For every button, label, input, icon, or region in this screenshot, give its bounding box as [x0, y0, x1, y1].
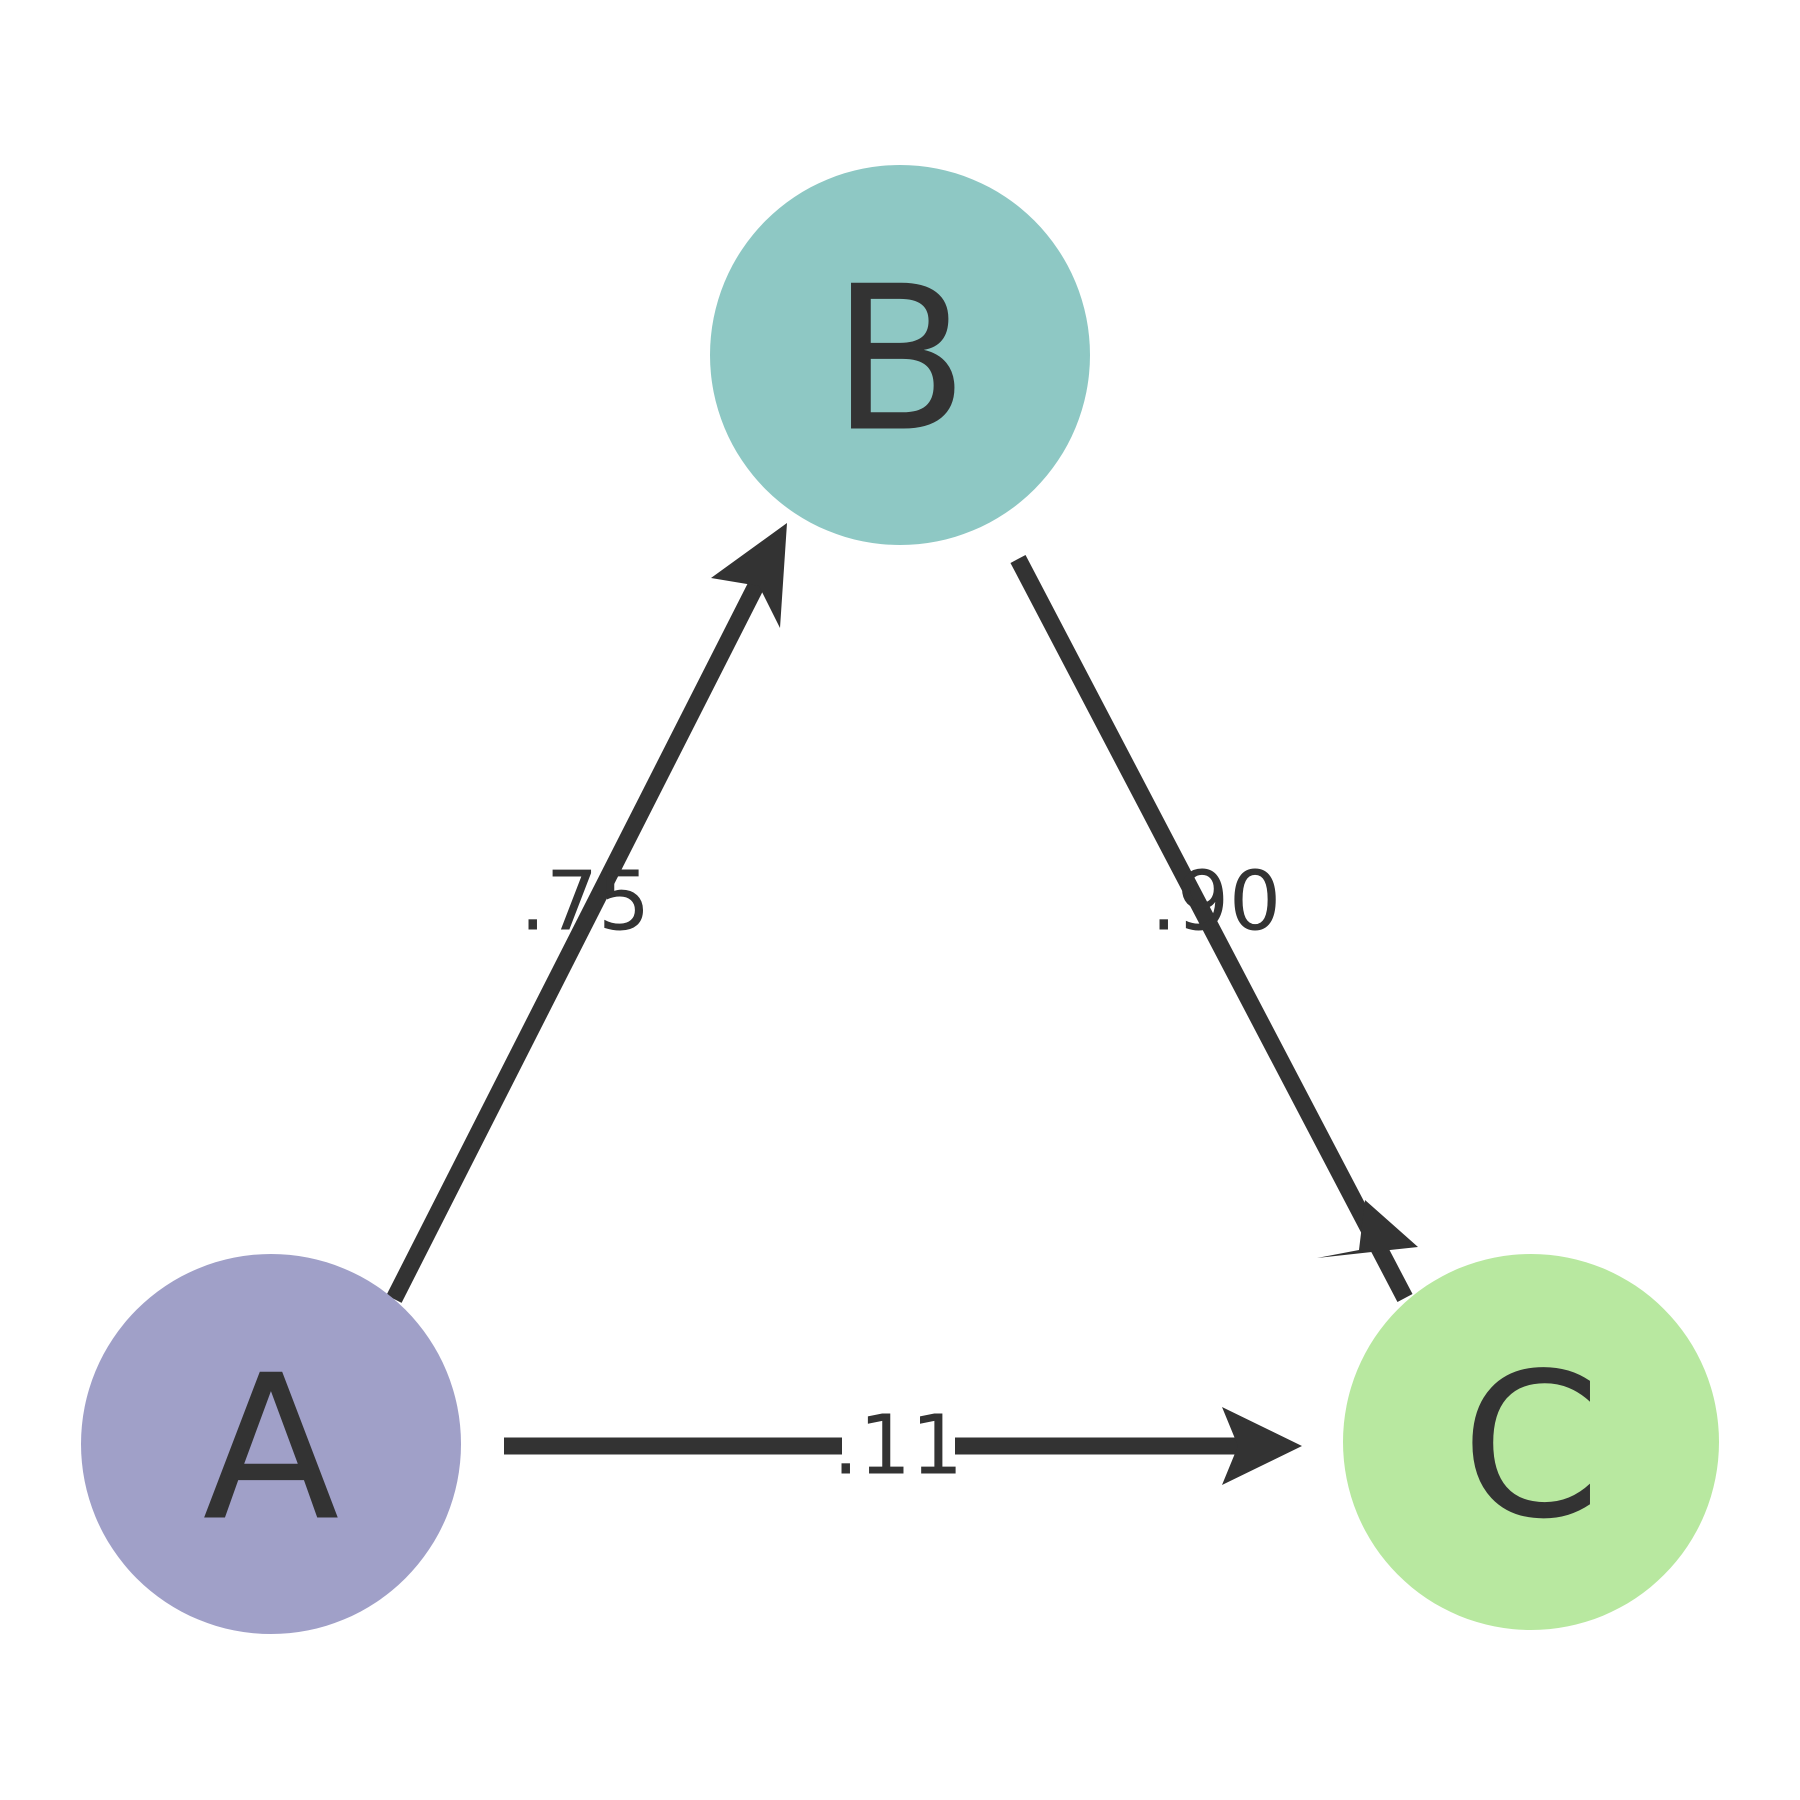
edge-b-to-c-line [1010, 555, 1413, 1302]
edge-a-to-c[interactable]: .11 [504, 1399, 1302, 1494]
node-a-circle [81, 1254, 461, 1634]
edge-b-to-c[interactable]: .90 [1010, 555, 1418, 1302]
node-c-circle [1343, 1254, 1719, 1630]
edge-a-to-c-label: .11 [833, 1399, 963, 1494]
node-b[interactable]: B [710, 165, 1090, 545]
edge-b-to-c-label: .90 [1151, 855, 1281, 950]
node-a[interactable]: A [81, 1254, 461, 1634]
node-c[interactable]: C [1343, 1254, 1719, 1630]
edge-a-to-b-arrowhead [711, 523, 787, 628]
edge-a-to-b-line [386, 574, 768, 1303]
node-b-circle [710, 165, 1090, 545]
node-c-label: C [1461, 1331, 1601, 1564]
edge-a-to-c-arrowhead [1222, 1407, 1302, 1485]
edge-a-to-b[interactable]: .75 [386, 523, 787, 1303]
edge-b-to-c-arrowhead [1317, 1200, 1418, 1258]
node-b-label: B [831, 244, 968, 477]
node-a-label: A [203, 1333, 340, 1566]
edge-a-to-b-label: .75 [520, 855, 650, 950]
